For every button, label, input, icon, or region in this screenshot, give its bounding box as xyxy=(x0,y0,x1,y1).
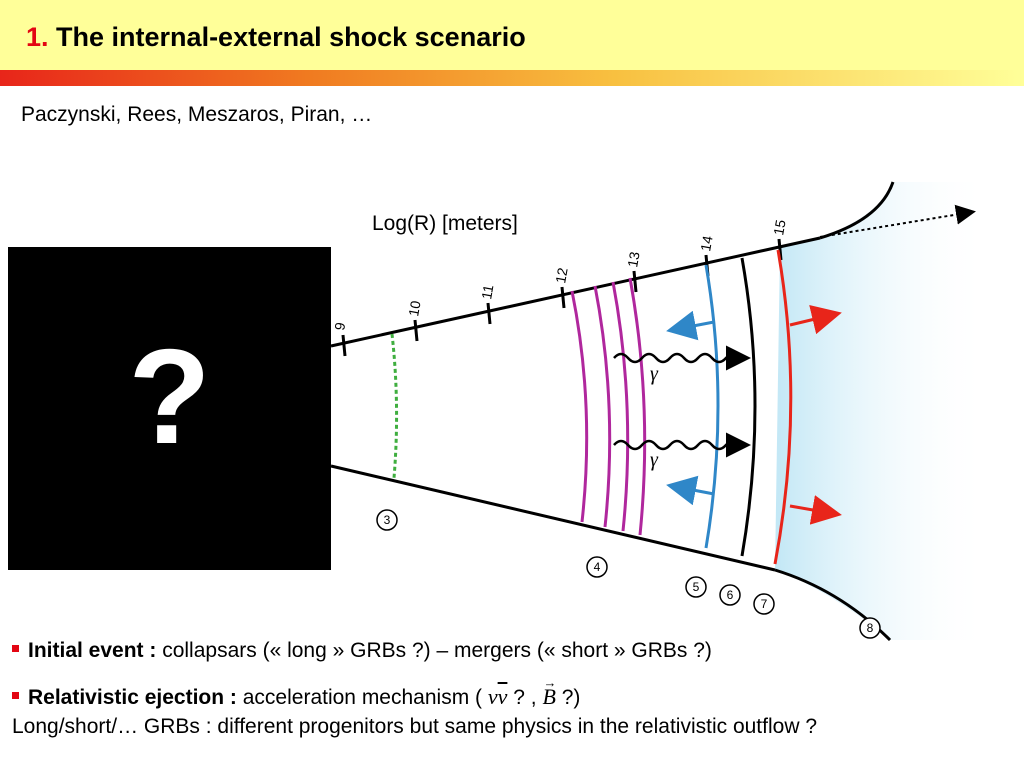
stage-marker-3: 3 xyxy=(376,509,398,531)
bullet-text: collapsars (« long » GRBs ?) – mergers (… xyxy=(162,639,712,662)
blue-reverse-shock xyxy=(704,264,720,549)
svg-text:4: 4 xyxy=(594,560,601,574)
bullet-text-mid: ? , xyxy=(513,686,537,709)
bullet-initial-event: Initial event : collapsars (« long » GRB… xyxy=(12,636,1012,666)
photon-arrow-upper xyxy=(613,345,751,371)
question-mark-icon: ? xyxy=(128,321,211,472)
slide-title: 1. The internal-external shock scenario xyxy=(26,22,526,53)
magenta-shells xyxy=(570,277,647,536)
axis-continuation-arrow xyxy=(819,204,976,238)
cone-upper-flare xyxy=(819,181,895,240)
stage-marker-8: 8 xyxy=(859,617,881,639)
tick-label-15: 15 xyxy=(770,218,788,236)
stage-marker-7: 7 xyxy=(753,593,775,615)
svg-text:3: 3 xyxy=(384,513,391,527)
axis-title: Log(R) [meters] xyxy=(372,212,518,235)
stage-marker-5: 5 xyxy=(685,576,707,598)
tick-label-10: 10 xyxy=(405,299,423,317)
title-text: The internal-external shock scenario xyxy=(56,22,526,52)
bullet-text-end: ?) xyxy=(561,686,581,709)
red-forward-shock xyxy=(773,249,793,565)
red-arrow-lower xyxy=(789,495,842,525)
tick-label-11: 11 xyxy=(478,283,496,300)
cone-upper-edge xyxy=(330,236,821,348)
authors-line: Paczynski, Rees, Meszaros, Piran, … xyxy=(21,103,373,126)
neutrino-symbol: νν xyxy=(487,684,508,709)
magnetic-field-symbol: →B xyxy=(542,675,557,709)
stage-marker-6: 6 xyxy=(719,584,741,606)
blue-arrow-upper xyxy=(666,310,715,341)
blue-arrow-lower xyxy=(666,475,715,506)
tick-label-9: 9 xyxy=(331,321,348,332)
tick-label-14: 14 xyxy=(697,234,715,252)
unknown-engine-box: ? xyxy=(8,247,331,570)
summary-line: Long/short/… GRBs : different progenitor… xyxy=(12,715,817,738)
bullet-relativistic-ejection: Relativistic ejection : acceleration mec… xyxy=(12,675,1012,712)
title-number: 1. xyxy=(26,22,49,52)
bullet-square-icon xyxy=(12,644,19,652)
photon-arrow-lower xyxy=(613,432,751,458)
tick-label-12: 12 xyxy=(552,266,570,284)
gamma-label-lower: γ xyxy=(650,449,659,471)
svg-text:5: 5 xyxy=(693,580,700,594)
svg-text:7: 7 xyxy=(761,597,768,611)
title-underline xyxy=(0,70,1024,86)
tick-label-13: 13 xyxy=(624,250,642,268)
contact-discontinuity xyxy=(740,257,757,557)
title-bar xyxy=(0,0,1024,78)
cone-lower-edge xyxy=(330,464,776,572)
bullet-label: Relativistic ejection : xyxy=(28,686,237,709)
red-arrow-upper xyxy=(789,304,842,335)
external-medium xyxy=(775,182,990,640)
bullet-text: acceleration mechanism ( xyxy=(242,686,483,709)
svg-text:8: 8 xyxy=(867,621,874,635)
bullet-label: Initial event : xyxy=(28,639,157,662)
bullet-list: Initial event : collapsars (« long » GRB… xyxy=(12,636,1012,742)
green-front xyxy=(390,333,399,479)
svg-text:6: 6 xyxy=(727,588,734,602)
bullet-square-icon xyxy=(12,691,19,699)
stage-marker-4: 4 xyxy=(586,556,608,578)
gamma-label-upper: γ xyxy=(650,363,659,385)
